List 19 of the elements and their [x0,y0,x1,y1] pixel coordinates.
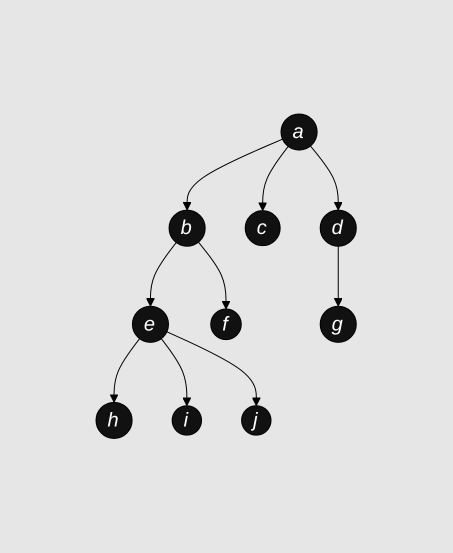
node-circle: c [245,210,282,246]
node-circle: g [320,306,358,344]
node-circle: b [168,210,206,247]
arrow [198,242,231,310]
arrow [258,146,290,212]
arrow [310,146,343,211]
node-circle: f [210,308,242,340]
arrow [334,246,343,307]
arrow [110,338,140,403]
arrow [166,332,262,406]
node-circle: h [96,402,133,440]
node-circle: d [320,210,358,247]
node-circle: i [172,405,202,436]
arrow [161,338,192,406]
node-circle: e [132,306,170,344]
arrow [146,242,178,307]
node-circle: a [280,114,318,151]
node-circle: j [241,405,272,436]
arrow [183,138,284,211]
